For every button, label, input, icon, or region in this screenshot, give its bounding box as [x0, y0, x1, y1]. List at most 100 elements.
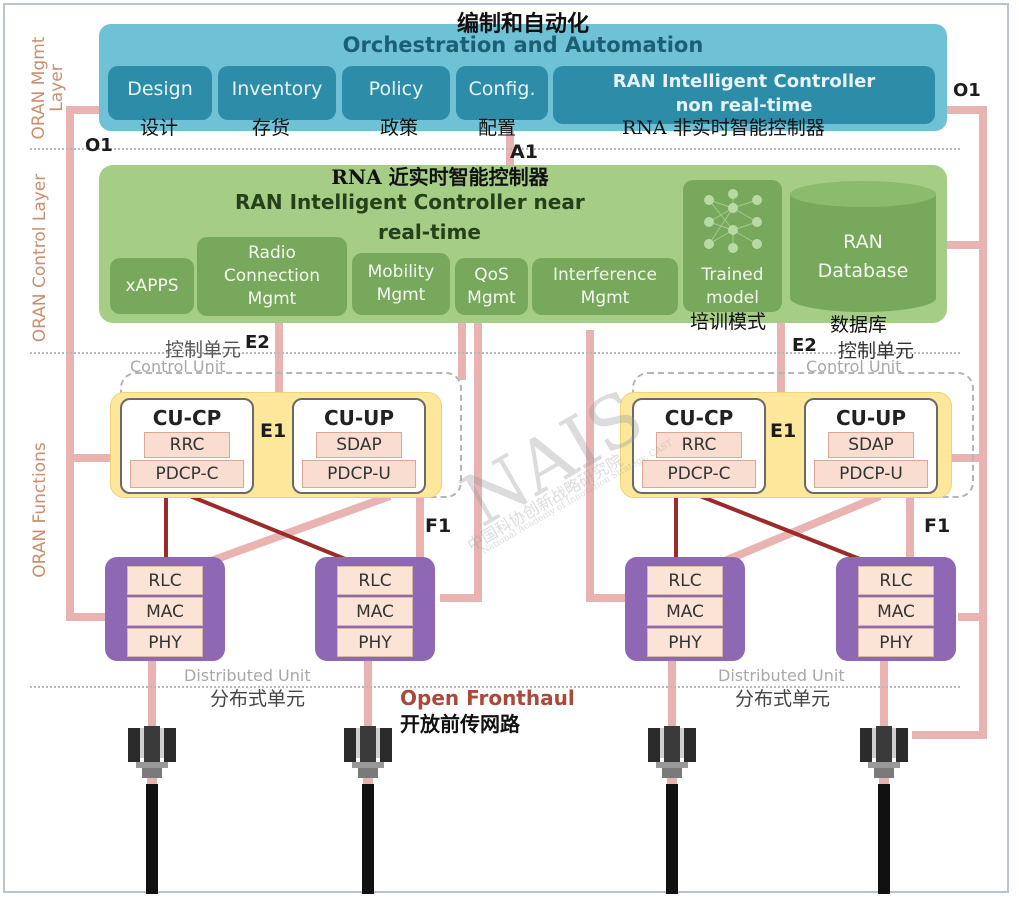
- trained-model-cn: 培训模式: [690, 311, 767, 333]
- cu-cp-right-name: CU-CP: [664, 406, 734, 430]
- antenna-icon-2: [344, 726, 392, 894]
- qos-tile: QoS Mgmt: [455, 258, 528, 315]
- inventory-tile: Inventory: [218, 66, 336, 120]
- ric-near-rt-title-1: RAN Intelligent Controller near: [235, 190, 585, 214]
- ran-database-cylinder: RAN Database: [788, 180, 938, 313]
- o1-label-left: O1: [85, 135, 113, 156]
- database-label-1: RAN: [843, 231, 883, 253]
- o1-label-right: O1: [953, 80, 981, 101]
- qos-label-1: QoS: [474, 264, 509, 285]
- distributed-unit-label-right: Distributed Unit: [718, 666, 845, 685]
- cu-cp-left: CU-CP RRC PDCP-C: [120, 398, 254, 494]
- mac-2-label: MAC: [356, 601, 394, 622]
- qos-label-2: Mgmt: [467, 287, 516, 308]
- control-unit-cn-left: 控制单元: [165, 339, 242, 361]
- ric-near-rt-title-2: real-time: [378, 220, 481, 244]
- e2-link-right-du: [586, 330, 625, 602]
- rlc-3-label: RLC: [668, 570, 702, 591]
- rlc-2-label: RLC: [358, 570, 392, 591]
- rlc-4: RLC: [858, 566, 934, 595]
- phy-3: PHY: [647, 628, 723, 657]
- rlc-3: RLC: [647, 566, 723, 595]
- phy-2: PHY: [337, 628, 413, 657]
- pdcp-u-left: PDCP-U: [302, 460, 416, 488]
- pdcp-u-right: PDCP-U: [814, 460, 928, 488]
- pdcp-c-right: PDCP-C: [642, 460, 756, 488]
- distributed-unit-cn-right: 分布式单元: [735, 688, 831, 710]
- a1-label: A1: [510, 141, 538, 163]
- f1-cross-right-a: [713, 492, 882, 569]
- ric-nrt-cn: RNA 非实时智能控制器: [622, 117, 825, 139]
- database-icon: [790, 181, 936, 312]
- interference-tile: Interference Mgmt: [532, 258, 678, 315]
- layer-divider-3: [30, 686, 960, 688]
- distributed-unit-3: RLC MAC PHY: [625, 557, 745, 661]
- control-unit-cn-right: 控制单元: [838, 340, 915, 362]
- phy-1: PHY: [127, 628, 203, 657]
- config-label: Config.: [468, 78, 536, 100]
- rlc-1: RLC: [127, 566, 203, 595]
- f1-label-left: F1: [425, 515, 452, 537]
- design-label: Design: [127, 78, 193, 100]
- layer-divider-1: [30, 148, 960, 150]
- distributed-unit-4: RLC MAC PHY: [836, 557, 956, 661]
- diagram-frame: [3, 3, 1009, 893]
- f1-cross-left-a: [198, 492, 392, 569]
- distributed-unit-cn-left: 分布式单元: [210, 688, 306, 710]
- e2-link-left-du: [440, 323, 482, 602]
- mobility-tile: Mobility Mgmt: [352, 253, 450, 315]
- sdap-left: SDAP: [316, 432, 402, 458]
- orchestration-title-cn: 编制和自动化: [456, 11, 589, 37]
- distributed-unit-1: RLC MAC PHY: [105, 557, 225, 661]
- pdcp-c-left-label: PDCP-C: [155, 464, 219, 484]
- ric-nrt-line1: RAN Intelligent Controller: [612, 71, 876, 92]
- policy-label: Policy: [368, 78, 424, 100]
- open-fronthaul-label: Open Fronthaul: [400, 686, 575, 710]
- e1-label-right: E1: [770, 420, 797, 442]
- rrc-left-label: RRC: [169, 435, 205, 455]
- pdcp-u-left-label: PDCP-U: [327, 464, 391, 484]
- cu-up-right-name: CU-UP: [835, 406, 907, 430]
- cu-up-right: CU-UP SDAP PDCP-U: [804, 398, 938, 494]
- sdap-right-label: SDAP: [848, 435, 894, 455]
- distributed-unit-2: RLC MAC PHY: [315, 557, 435, 661]
- f1-dark-right-b: [699, 494, 876, 567]
- phy-1-label: PHY: [148, 632, 182, 653]
- o1-link-right: [912, 106, 987, 739]
- antenna-icon-1: [128, 726, 176, 894]
- radio-label-3: Mgmt: [247, 288, 297, 309]
- xapps-label: xAPPS: [125, 275, 179, 296]
- mobility-label-2: Mgmt: [376, 285, 426, 305]
- pdcp-u-right-label: PDCP-U: [839, 464, 903, 484]
- e1-label-left: E1: [260, 420, 287, 442]
- trained-label-1: Trained: [701, 265, 764, 286]
- interference-label-2: Mgmt: [580, 287, 630, 308]
- orchestration-title-en: Orchestration and Automation: [342, 33, 704, 57]
- phy-4: PHY: [858, 628, 934, 657]
- radio-label-2: Connection: [223, 266, 321, 287]
- database-label-2: Database: [817, 260, 909, 282]
- mac-2: MAC: [337, 597, 413, 626]
- mac-1: MAC: [127, 597, 203, 626]
- design-tile: Design: [108, 66, 212, 120]
- mac-3: MAC: [647, 597, 723, 626]
- interference-label-1: Interference: [552, 264, 657, 285]
- distributed-unit-label-left: Distributed Unit: [184, 666, 311, 685]
- cu-cp-right: CU-CP RRC PDCP-C: [632, 398, 766, 494]
- phy-3-label: PHY: [668, 632, 702, 653]
- cu-cp-left-name: CU-CP: [152, 406, 222, 430]
- radio-connection-tile: Radio Connection Mgmt: [197, 237, 347, 316]
- e2-label-left: E2: [245, 332, 270, 353]
- config-tile: Config.: [456, 66, 548, 120]
- rrc-left: RRC: [144, 432, 230, 458]
- neural-network-icon: [704, 189, 762, 253]
- sdap-right: SDAP: [828, 432, 914, 458]
- rlc-1-label: RLC: [148, 570, 182, 591]
- phy-4-label: PHY: [879, 632, 913, 653]
- antenna-icon-3: [648, 726, 696, 894]
- policy-cn: 政策: [380, 117, 419, 139]
- inventory-cn: 存货: [252, 117, 291, 139]
- e2-label-right: E2: [792, 335, 817, 356]
- inventory-label: Inventory: [231, 78, 323, 100]
